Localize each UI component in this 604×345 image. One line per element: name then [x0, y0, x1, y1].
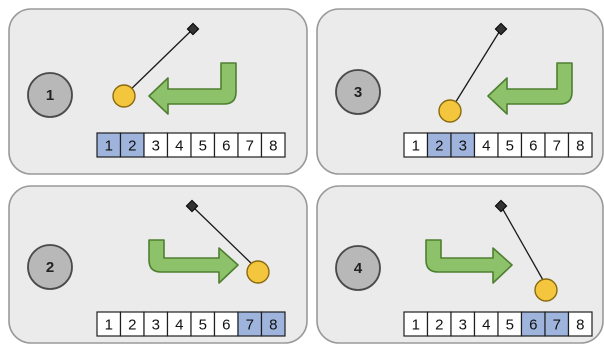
- position-cell-number: 6: [529, 317, 537, 334]
- position-cell: [567, 132, 593, 158]
- pendulum-pivot: [185, 199, 199, 213]
- position-cell-number: 3: [459, 317, 467, 334]
- position-cell-number: 8: [576, 317, 584, 334]
- swing-direction-arrow-right: [425, 239, 513, 284]
- position-cell-number: 1: [412, 317, 420, 334]
- position-cell: [567, 311, 593, 337]
- position-cell-number: 4: [482, 138, 490, 155]
- position-cell-number: 1: [105, 138, 113, 155]
- position-cell-number: 3: [459, 138, 467, 155]
- swing-direction-arrow-right: [148, 239, 239, 284]
- pendulum-bob: [112, 84, 136, 108]
- pendulum-bob: [246, 260, 270, 284]
- pendulum-bob: [438, 99, 462, 123]
- position-cell-number: 1: [105, 317, 113, 334]
- position-cell-number: 6: [222, 317, 230, 334]
- step-number-circle: [335, 245, 381, 291]
- swing-direction-arrow-left: [487, 62, 573, 115]
- position-cell-number: 6: [222, 138, 230, 155]
- position-cell-number: 8: [269, 317, 277, 334]
- position-cell-number: 5: [199, 138, 207, 155]
- step-number-circle: [27, 72, 73, 118]
- position-cell-number: 7: [553, 138, 561, 155]
- position-cell-number: 4: [482, 317, 490, 334]
- position-cell-number: 5: [506, 138, 514, 155]
- position-cell-number: 2: [435, 138, 443, 155]
- position-cell: [260, 132, 286, 158]
- position-cell-number: 5: [199, 317, 207, 334]
- step-number-label: 1: [46, 87, 54, 104]
- pendulum-pivot: [494, 199, 508, 213]
- position-cell-number: 7: [246, 138, 254, 155]
- position-cell-number: 3: [152, 317, 160, 334]
- position-cell-number: 3: [152, 138, 160, 155]
- step-number-label: 2: [46, 259, 54, 276]
- position-cell-number: 4: [175, 317, 183, 334]
- position-cell-highlighted: [260, 311, 286, 337]
- step-number-label: 3: [354, 84, 362, 101]
- pendulum-pivot: [186, 22, 200, 36]
- position-cell-number: 2: [128, 138, 136, 155]
- pendulum-string: [191, 205, 255, 267]
- position-cell-number: 4: [175, 138, 183, 155]
- position-cell-number: 2: [435, 317, 443, 334]
- position-cell-number: 7: [246, 317, 254, 334]
- step-number-circle: [27, 244, 73, 290]
- pendulum-bob: [534, 278, 558, 302]
- position-cell-number: 7: [553, 317, 561, 334]
- swing-direction-arrow-left: [148, 62, 237, 115]
- step-number-label: 4: [354, 260, 363, 277]
- position-cell-number: 8: [576, 138, 584, 155]
- pendulum-string: [500, 205, 544, 281]
- pendulum-pivot: [494, 22, 508, 36]
- position-cell-number: 5: [506, 317, 514, 334]
- position-cell-number: 1: [412, 138, 420, 155]
- position-cell-number: 6: [529, 138, 537, 155]
- position-cell-number: 2: [128, 317, 136, 334]
- pendulum-string: [124, 28, 194, 96]
- position-cell-number: 8: [269, 138, 277, 155]
- pendulum-string: [451, 28, 502, 109]
- step-number-circle: [335, 69, 381, 115]
